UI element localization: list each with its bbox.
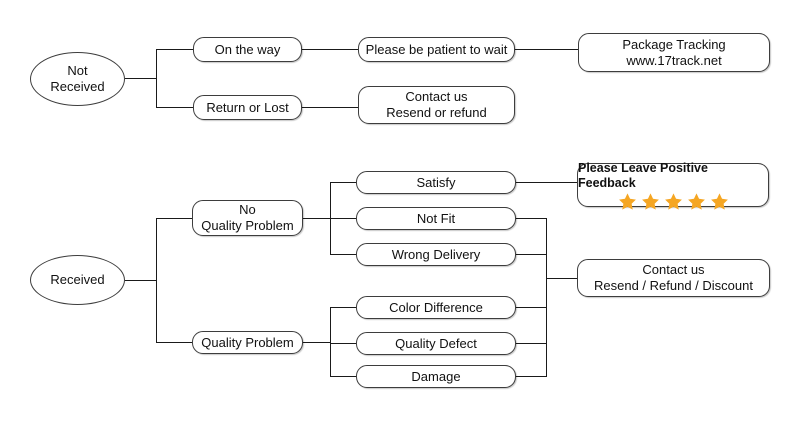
node-not-received[interactable]: Not Received — [30, 52, 125, 106]
node-please-be-patient[interactable]: Please be patient to wait — [358, 37, 515, 62]
connector-to-quality-problem — [156, 342, 193, 343]
node-on-the-way[interactable]: On the way — [193, 37, 302, 62]
connector-nqp-to-not-fit — [330, 218, 356, 219]
connector-qp-to-quality-defect — [330, 343, 356, 344]
connector-satisfy-to-feedback — [516, 182, 578, 183]
feedback-title: Please Leave Positive Feedback — [578, 161, 708, 190]
connector-not-received-stem — [125, 78, 156, 79]
star-5-icon[interactable] — [710, 192, 729, 211]
node-no-quality-problem[interactable]: No Quality Problem — [192, 200, 303, 236]
node-satisfy[interactable]: Satisfy — [356, 171, 516, 194]
connector-to-on-the-way — [156, 49, 193, 50]
node-positive-feedback[interactable]: Please Leave Positive Feedback — [577, 161, 769, 210]
star-1-icon[interactable] — [618, 192, 637, 211]
node-wrong-delivery[interactable]: Wrong Delivery — [356, 243, 516, 266]
connector-wait-to-tracking — [515, 49, 578, 50]
node-contact-us-resend-refund-discount[interactable]: Contact us Resend / Refund / Discount — [577, 259, 770, 297]
connector-qp-bus — [330, 307, 331, 376]
connector-to-return-or-lost — [156, 107, 193, 108]
node-color-difference[interactable]: Color Difference — [356, 296, 516, 319]
connector-outcome-bus — [546, 218, 547, 377]
connector-color-difference-to-bus — [516, 307, 546, 308]
connector-qp-stem — [303, 342, 330, 343]
node-damage[interactable]: Damage — [356, 365, 516, 388]
star-3-icon[interactable] — [664, 192, 683, 211]
connector-to-no-quality-problem — [156, 218, 193, 219]
connector-nqp-stem — [303, 218, 330, 219]
connector-qp-to-damage — [330, 376, 356, 377]
connector-bus-to-contact — [546, 278, 578, 279]
connector-qp-to-color-difference — [330, 307, 356, 308]
star-2-icon[interactable] — [641, 192, 660, 211]
connector-damage-to-bus — [516, 376, 546, 377]
connector-nqp-to-wrong-delivery — [330, 254, 356, 255]
star-rating[interactable] — [618, 192, 729, 211]
connector-return-to-contact — [302, 107, 358, 108]
connector-nqp-to-satisfy — [330, 182, 356, 183]
connector-not-fit-to-bus — [516, 218, 546, 219]
connector-on-the-way-to-wait — [302, 49, 358, 50]
node-return-or-lost[interactable]: Return or Lost — [193, 95, 302, 120]
node-not-fit[interactable]: Not Fit — [356, 207, 516, 230]
node-package-tracking[interactable]: Package Tracking www.17track.net — [578, 33, 770, 72]
connector-not-received-split — [156, 49, 157, 108]
connector-received-stem — [125, 280, 156, 281]
connector-received-split — [156, 218, 157, 342]
connector-wrong-delivery-to-bus — [516, 254, 546, 255]
connector-quality-defect-to-bus — [516, 343, 546, 344]
node-contact-us-resend-or-refund[interactable]: Contact us Resend or refund — [358, 86, 515, 124]
node-quality-problem[interactable]: Quality Problem — [192, 331, 303, 354]
star-4-icon[interactable] — [687, 192, 706, 211]
node-quality-defect[interactable]: Quality Defect — [356, 332, 516, 355]
node-received[interactable]: Received — [30, 255, 125, 305]
